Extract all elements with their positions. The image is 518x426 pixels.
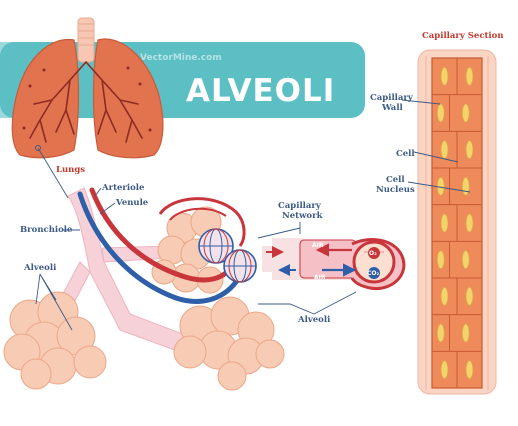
cell-nucleus [440,213,449,233]
watermark-bottom: VectorMine.com [262,379,344,389]
cell-nucleus [436,250,445,270]
gas-exchange-diagram: O₂ CO₂ AIR AIR [262,238,406,291]
co2-bubble [368,267,380,279]
cell-label: Cell [396,149,415,159]
page-title: ALVEOLI [186,73,335,109]
watermark-top: VectorMine.com [140,53,222,63]
cell-nucleus [465,286,474,306]
alveoli-right-label: Alveoli [297,315,331,325]
cell-nucleus [440,140,449,160]
lungs-illustration [11,17,164,159]
arteriole-label: Arteriole [101,183,145,193]
capillary-wall-label-line2: Wall [381,103,404,113]
right-lung [92,38,164,159]
cell-nucleus [440,66,449,86]
trachea [77,17,95,63]
capillary-network-label-line2: Network [282,211,324,221]
cell-nucleus [436,323,445,343]
left-alveoli-cluster [3,291,107,390]
cell-nucleus [465,360,474,380]
cell-nucleus [465,213,474,233]
cell-nucleus [440,360,449,380]
venule-vessel [77,191,239,304]
cell-nucleus [461,323,470,343]
cell-nucleus [465,66,474,86]
middle-alveoli-cluster [151,206,224,294]
o2-text: O₂ [369,250,377,257]
capillary-network-sphere-top [198,228,234,264]
cell-nucleus-label-line2: Nucleus [376,185,415,195]
lungs-label: Lungs [56,165,85,175]
cell-nucleus [461,176,470,196]
venule-label: Venule [115,198,149,208]
alveoli-left-label: Alveoli [23,263,57,273]
cell-nucleus-label-line1: Cell [386,175,405,185]
co2-text: CO₂ [367,270,380,277]
capillary-section-title: Capillary Section [422,31,504,41]
capillary-wall-label-line1: Capillary [370,93,414,103]
air-bottom-label: AIR [314,274,326,281]
cell-nucleus [461,103,470,123]
capillary-network-sphere-bottom [223,249,257,283]
capillary-cell-grid [425,56,489,390]
lower-alveoli-cluster [173,296,285,391]
capillary-network-label-line1: Capillary [278,201,322,211]
cell-nucleus [436,176,445,196]
left-lung [11,38,80,159]
air-top-label: AIR [312,242,324,249]
bronchiole-label: Bronchiole [20,225,73,235]
cell-nucleus [440,286,449,306]
cell-nucleus [465,140,474,160]
cell-nucleus [436,103,445,123]
arteriole-vessel [89,187,237,283]
cell-nucleus [461,250,470,270]
o2-bubble [368,247,380,259]
